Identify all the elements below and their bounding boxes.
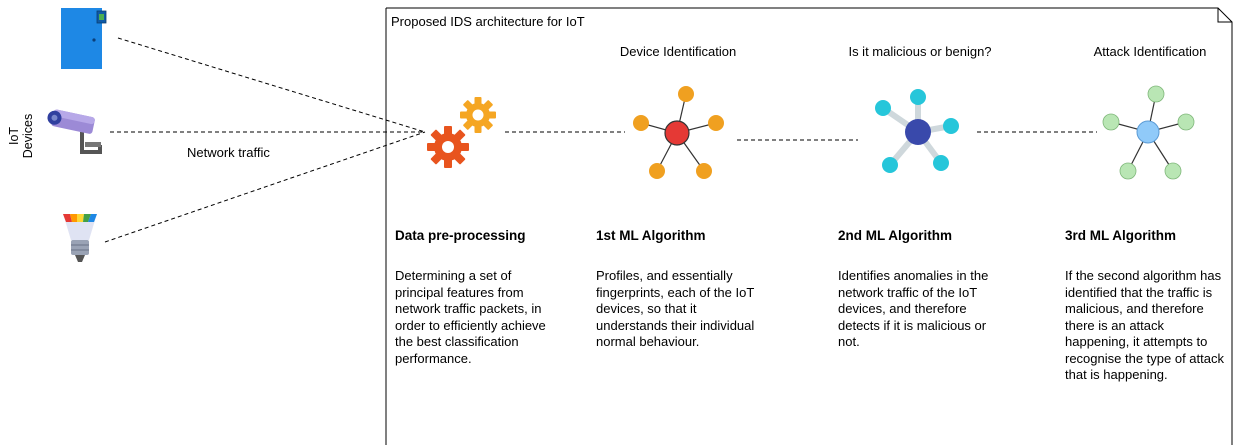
door-device-icon: [61, 8, 107, 69]
heading-1st-ml-algorithm: 1st ML Algorithm: [596, 228, 706, 243]
network-traffic-label: Network traffic: [187, 145, 270, 160]
traffic-links: [104, 37, 1097, 243]
desc-data-preprocessing: Determining a set of principal features …: [395, 268, 546, 366]
desc-3rd-ml-algorithm: If the second algorithm has identified t…: [1065, 268, 1224, 382]
panel-title: Proposed IDS architecture for IoT: [391, 14, 585, 29]
heading-2nd-ml-algorithm: 2nd ML Algorithm: [838, 228, 952, 243]
security-camera-icon: [47, 109, 102, 154]
stage-title-device-identification: Device Identification: [619, 44, 737, 59]
network-cluster-icon-2: [875, 89, 959, 173]
iot-devices-label: IoT Devices: [7, 113, 35, 159]
panel-frame: [385, 7, 1233, 445]
desc-2nd-ml-algorithm: Identifies anomalies in the network traf…: [838, 268, 989, 349]
desc-1st-ml-algorithm: Profiles, and essentially fingerprints, …: [596, 268, 755, 349]
gears-icon: [427, 97, 496, 168]
network-cluster-icon-3: [1102, 85, 1195, 180]
stage-title-attack-identification: Attack Identification: [1093, 44, 1207, 59]
heading-data-preprocessing: Data pre-processing: [395, 228, 526, 243]
link-bulb: [104, 131, 426, 243]
link-door: [117, 37, 426, 133]
stage-title-malicious-or-benign: Is it malicious or benign?: [848, 44, 992, 59]
panel-corner-fold: [1217, 8, 1232, 23]
network-cluster-icon-1: [633, 86, 724, 179]
heading-3rd-ml-algorithm: 3rd ML Algorithm: [1065, 228, 1176, 243]
smart-bulb-icon: [63, 214, 97, 262]
